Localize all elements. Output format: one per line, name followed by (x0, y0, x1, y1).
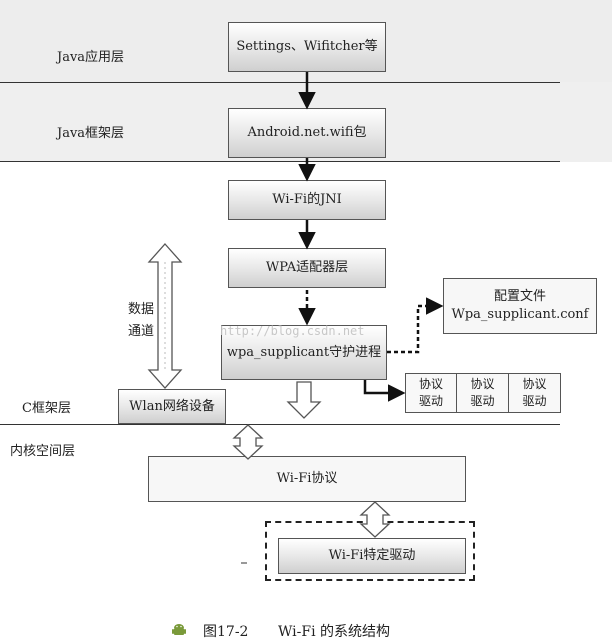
data-channel-label-line1: 数据 (128, 302, 155, 317)
protocol-driver-double-arrow (359, 501, 391, 538)
wlan-protocol-double-arrow (232, 424, 264, 460)
java-app-layer-label: Java应用层 (57, 50, 125, 65)
android-net-wifi-label: Android.net.wifi包 (247, 125, 367, 140)
wifi-driver-box: Wi-Fi特定驱动 (278, 538, 466, 574)
data-channel-double-arrow (147, 243, 183, 389)
android-icon (172, 624, 186, 635)
settings-app-box: Settings、Wifitcher等 (228, 22, 386, 72)
arrow-daemon-to-drivers (363, 380, 406, 402)
protocol-driver-3-line2: 驱动 (522, 394, 547, 408)
figure-number: 图17-2 (203, 624, 249, 640)
wlan-device-label: Wlan网络设备 (129, 398, 215, 414)
settings-app-label: Settings、Wifitcher等 (236, 39, 378, 54)
wpa-supplicant-daemon-label: wpa_supplicant守护进程 (226, 344, 382, 360)
wifi-protocol-label: Wi-Fi协议 (276, 471, 338, 486)
protocol-driver-2-line1: 协议 (470, 377, 495, 391)
daemon-down-hollow-arrow (286, 381, 322, 419)
kernel-layer-label: 内核空间层 (10, 444, 76, 459)
wpa-adapter-label: WPA适配器层 (265, 260, 349, 275)
wlan-device-box: Wlan网络设备 (118, 389, 226, 424)
figure-caption: Wi-Fi 的系统结构 (278, 624, 390, 640)
watermark: http://blog.csdn.net (220, 324, 365, 338)
config-file-name: Wpa_supplicant.conf (451, 307, 589, 322)
wifi-protocol-box: Wi-Fi协议 (148, 456, 466, 502)
protocol-driver-2-line2: 驱动 (470, 394, 495, 408)
app-framework-divider (0, 82, 560, 83)
wpa-supplicant-daemon-box: wpa_supplicant守护进程 (221, 325, 387, 380)
wifi-jni-label: Wi-Fi的JNI (272, 192, 342, 207)
c-framework-kernel-divider (0, 424, 560, 425)
config-file-title: 配置文件 (493, 289, 546, 304)
wifi-driver-label: Wi-Fi特定驱动 (328, 548, 416, 563)
java-framework-layer-label: Java框架层 (57, 126, 125, 141)
arrow-daemon-to-config (387, 297, 444, 354)
protocol-driver-1-line1: 协议 (418, 377, 443, 391)
protocol-driver-3-line1: 协议 (522, 377, 547, 391)
protocol-driver-1-line2: 驱动 (418, 394, 443, 408)
config-file-box: 配置文件 Wpa_supplicant.conf (443, 278, 597, 334)
wpa-adapter-box: WPA适配器层 (228, 248, 386, 288)
protocol-driver-1: 协议 驱动 (405, 373, 457, 413)
c-framework-layer-label: C框架层 (22, 401, 71, 416)
framework-jni-divider (0, 161, 560, 162)
protocol-driver-2: 协议 驱动 (456, 373, 509, 413)
data-channel-label-line2: 通道 (128, 324, 155, 339)
protocol-driver-3: 协议 驱动 (508, 373, 561, 413)
